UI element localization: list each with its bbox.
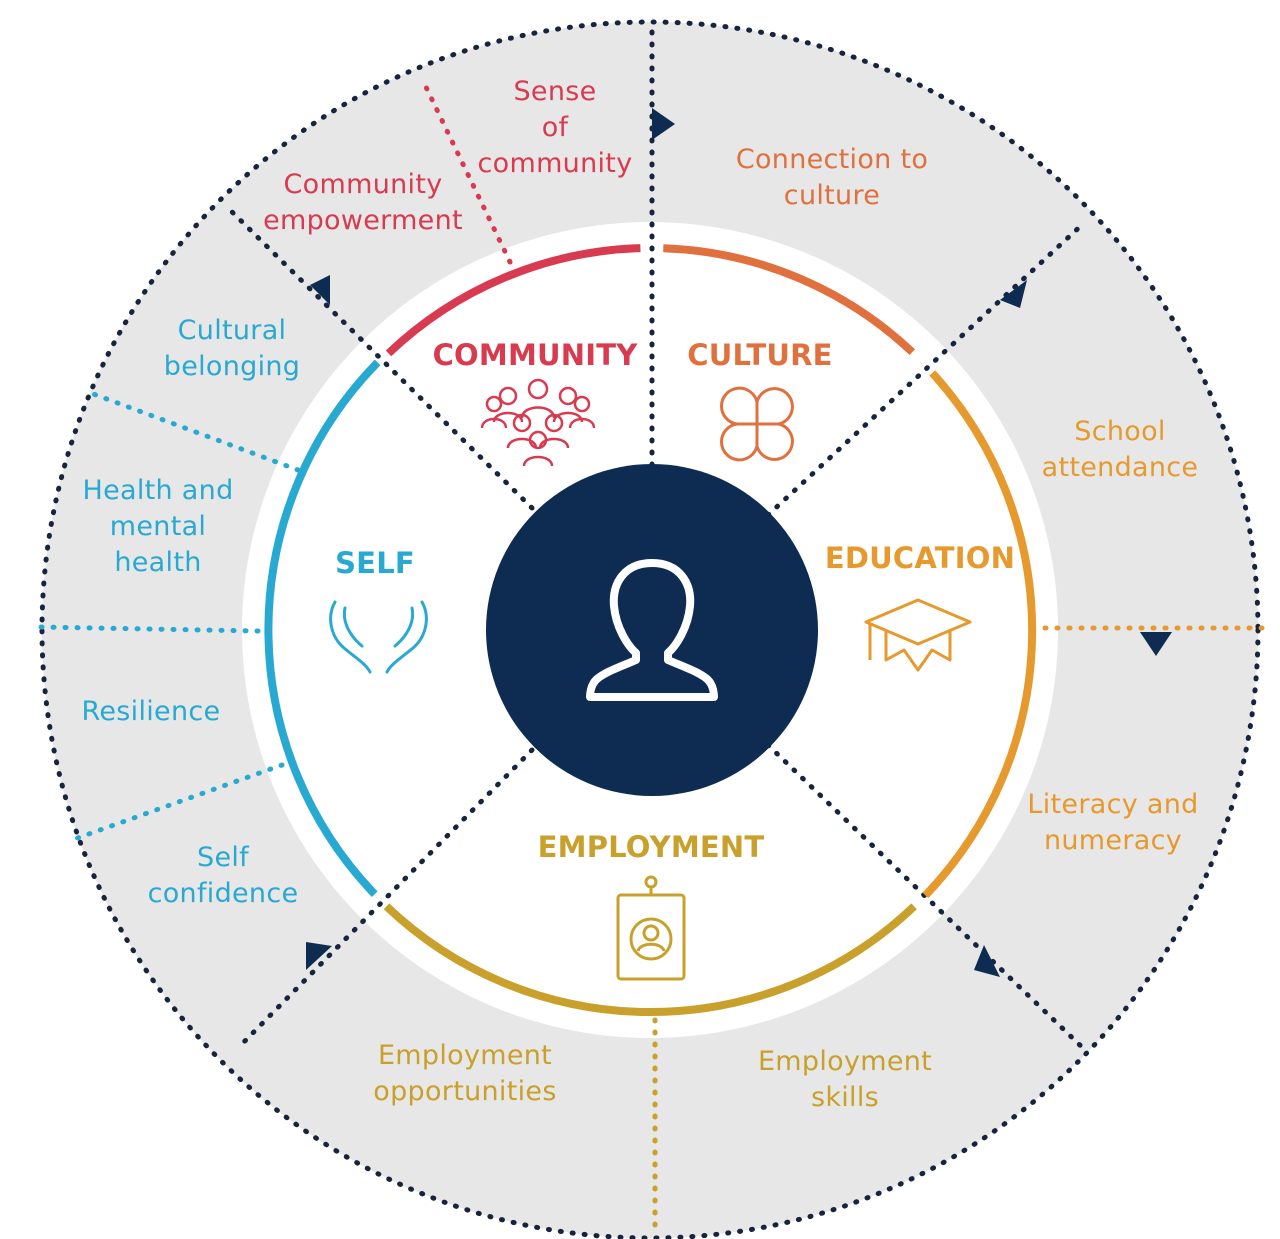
outer-dotted-border [39,19,1261,1239]
outcome-health-and-mental-health: Health and mental health [82,475,234,578]
outcome-community-empowerment: Community empowerment [263,169,463,236]
arc-self [264,359,381,897]
four-petal-flower-icon [720,386,794,462]
outcome-employment-skills: Employment skills [757,1046,933,1113]
outcome-cultural-belonging: Cultural belonging [163,315,301,382]
outcome-sense-of-community: Sense of community [477,76,633,179]
outcome-employment-opportunities: Employment opportunities [373,1040,557,1107]
arc-culture [663,244,916,356]
outcome-self-confidence: Self confidence [147,842,299,909]
category-label-culture: CULTURE [687,338,833,372]
arrow-down-icon [1140,632,1172,656]
graduation-cap-icon [864,598,972,672]
id-badge-icon [616,875,686,981]
main-dotted-spokes [222,19,1088,1053]
divider-self-3 [69,762,285,843]
spoke-upper-right [765,219,1088,518]
spoke-lower-right [765,742,1088,1053]
category-arcs [264,244,1037,1017]
divider-self-2 [37,624,261,634]
outcome-literacy-and-numeracy: Literacy and numeracy [1027,789,1199,856]
arc-community [385,244,641,357]
people-group-icon [480,378,596,467]
arc-employment [383,903,917,1017]
outcome-connection-to-culture: Connection to culture [735,144,929,211]
category-label-community: COMMUNITY [432,338,638,372]
person-silhouette-icon [586,559,718,701]
direction-arrows [306,108,1172,977]
center-circle [486,464,818,796]
sub-dividers [37,82,1265,1235]
outcome-resilience: Resilience [81,696,221,727]
category-label-employment: EMPLOYMENT [537,830,765,864]
arrow-down-right-icon [1000,280,1027,308]
arrow-right-icon [652,108,675,140]
spoke-upper-left [222,202,535,511]
arc-education [922,370,1037,899]
outcome-school-attendance: School attendance [1041,416,1199,483]
arrow-up-left-icon [310,275,330,305]
category-label-education: EDUCATION [824,541,1016,575]
arrow-down-left-icon [306,942,332,970]
category-label-self: SELF [335,546,415,580]
caring-hands-icon [329,600,428,674]
divider-self-1 [85,389,301,473]
arrow-down-left-icon [974,945,1000,977]
divider-community [422,82,513,265]
spoke-lower-left [235,747,535,1051]
